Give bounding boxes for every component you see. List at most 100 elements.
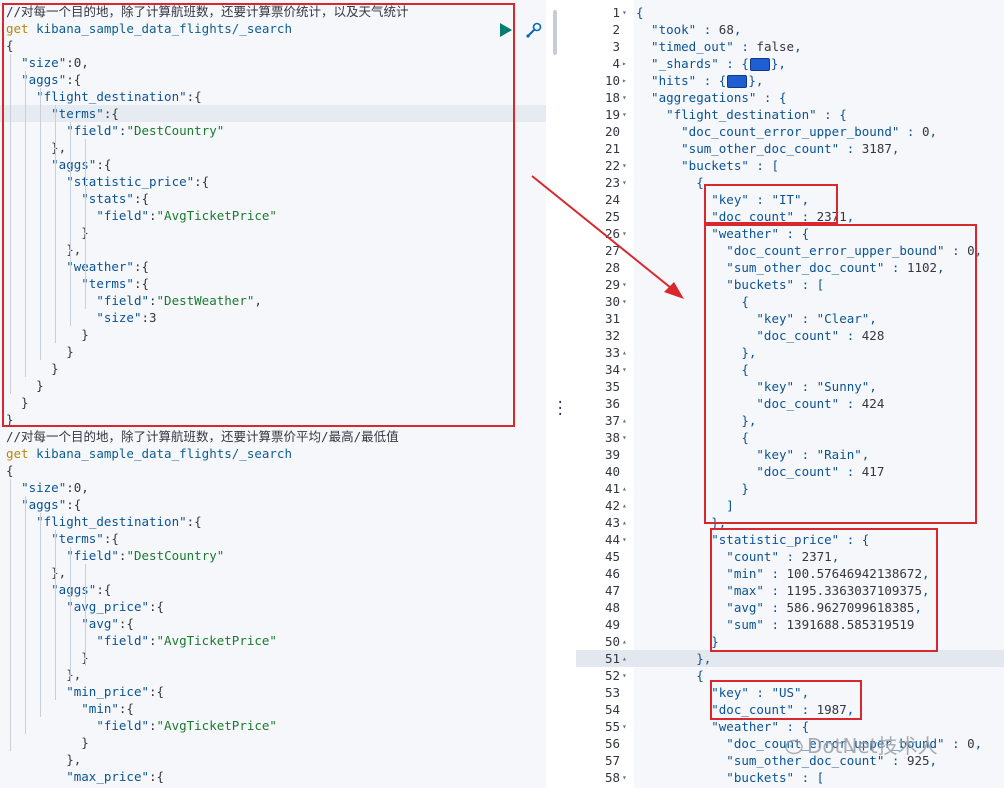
code-line[interactable]: "avg_price":{	[66, 599, 165, 614]
code-line[interactable]: "min_price":{	[66, 684, 165, 699]
code-line[interactable]: "field":"AvgTicketPrice"	[96, 718, 277, 733]
code-line[interactable]: "flight_destination":{	[36, 89, 202, 104]
request-line[interactable]: get kibana_sample_data_flights/_search	[6, 445, 292, 462]
fold-toggle-icon[interactable]: ▾	[622, 8, 627, 17]
fold-toggle-icon[interactable]: ▴	[622, 416, 627, 425]
code-line[interactable]: "field":"DestCountry"	[66, 548, 225, 563]
response-code: "sum" : 1391688.585319519	[636, 617, 915, 632]
fold-toggle-icon[interactable]: ▾	[622, 433, 627, 442]
resize-handle-icon[interactable]: ···	[556, 395, 565, 423]
code-line[interactable]: "max_price":{	[66, 769, 165, 784]
code-line[interactable]: "field":"DestWeather",	[96, 293, 262, 308]
response-code: "doc_count" : 417	[636, 464, 885, 479]
code-line[interactable]: }	[6, 650, 89, 665]
fold-toggle-icon[interactable]: ▸	[622, 59, 627, 68]
line-number: 48	[604, 600, 620, 615]
code-line[interactable]: "flight_destination":{	[36, 514, 202, 529]
code-line[interactable]: "field":"AvgTicketPrice"	[96, 208, 277, 223]
fold-toggle-icon[interactable]: ▾	[622, 229, 627, 238]
comment-line[interactable]: //对每一个目的地，除了计算航班数，还要计算票价统计，以及天气统计	[6, 4, 409, 19]
response-viewer[interactable]: 1▾{2 "took" : 68,3 "timed_out" : false,4…	[576, 0, 1004, 788]
collapsed-section-icon[interactable]	[749, 58, 770, 71]
fold-toggle-icon[interactable]: ▾	[622, 773, 627, 782]
request-line[interactable]: get kibana_sample_data_flights/_search	[6, 20, 292, 37]
fold-toggle-icon[interactable]: ▾	[622, 280, 627, 289]
fold-toggle-icon[interactable]: ▾	[622, 178, 627, 187]
fold-toggle-icon[interactable]: ▾	[622, 365, 627, 374]
line-number: 58	[604, 770, 620, 785]
response-code: "sum_other_doc_count" : 925,	[636, 753, 938, 768]
code-line[interactable]: }	[6, 327, 89, 342]
code-line[interactable]: }	[66, 344, 74, 359]
fold-toggle-icon[interactable]: ▾	[622, 161, 627, 170]
code-line[interactable]: "terms":{	[0, 105, 546, 122]
line-number: 39	[604, 447, 620, 462]
fold-toggle-icon[interactable]: ▴	[622, 348, 627, 357]
fold-toggle-icon[interactable]: ▾	[622, 110, 627, 119]
wrench-icon[interactable]	[524, 20, 542, 40]
statistic-price-box	[710, 528, 938, 652]
line-number: 25	[604, 209, 620, 224]
code-line[interactable]: }	[6, 412, 14, 427]
code-line[interactable]: "terms":{	[81, 276, 150, 291]
response-code: },	[636, 413, 757, 428]
code-line[interactable]: },	[6, 667, 82, 682]
code-line[interactable]: }	[6, 378, 44, 393]
response-line: 35 "key" : "Sunny",	[576, 378, 1004, 395]
response-line: 57 "sum_other_doc_count" : 925,	[576, 752, 1004, 769]
code-line[interactable]: "size":0,	[21, 55, 89, 70]
line-number: 56	[604, 736, 620, 751]
fold-toggle-icon[interactable]: ▸	[622, 76, 627, 85]
code-line[interactable]: "aggs":{	[21, 72, 82, 87]
pane-resizer[interactable]: ···	[546, 0, 576, 788]
response-line: 2 "took" : 68,	[576, 21, 1004, 38]
indent-guide	[55, 105, 56, 343]
code-line[interactable]: },	[6, 242, 82, 257]
code-line[interactable]: "field":"DestCountry"	[66, 123, 225, 138]
response-code: {	[636, 294, 749, 309]
play-icon[interactable]	[500, 23, 512, 37]
response-code: "flight_destination" : {	[636, 107, 847, 122]
code-line[interactable]: }	[6, 735, 89, 750]
code-line[interactable]: "stats":{	[81, 191, 150, 206]
fold-toggle-icon[interactable]: ▾	[622, 535, 627, 544]
fold-toggle-icon[interactable]: ▴	[622, 518, 627, 527]
fold-toggle-icon[interactable]: ▾	[622, 297, 627, 306]
indent-guide	[70, 122, 71, 326]
collapsed-section-icon[interactable]	[727, 75, 748, 88]
code-line[interactable]: }	[6, 361, 59, 376]
response-code: "statistic_price" : {	[636, 532, 870, 547]
fold-toggle-icon[interactable]: ▴	[622, 637, 627, 646]
line-number: 33	[604, 345, 620, 360]
line-number: 27	[604, 243, 620, 258]
code-line[interactable]: "statistic_price":{	[66, 174, 210, 189]
code-line[interactable]: "size":3	[96, 310, 157, 325]
code-line[interactable]: }	[6, 395, 29, 410]
comment-line[interactable]: //对每一个目的地，除了计算航班数，还要计算票价平均/最高/最低值	[6, 429, 399, 444]
fold-toggle-icon[interactable]: ▴	[622, 484, 627, 493]
code-line[interactable]: {	[6, 463, 14, 478]
response-line: 20 "doc_count_error_upper_bound" : 0,	[576, 123, 1004, 140]
code-line[interactable]: "terms":{	[51, 531, 119, 546]
code-line[interactable]: {	[6, 38, 14, 53]
fold-toggle-icon[interactable]: ▾	[622, 93, 627, 102]
response-code: "key" : "IT",	[636, 192, 810, 207]
code-line[interactable]: },	[6, 565, 67, 580]
fold-toggle-icon[interactable]: ▾	[622, 722, 627, 731]
code-line[interactable]: "weather":{	[66, 259, 150, 274]
response-code: {	[636, 175, 704, 190]
response-line: 39 "key" : "Rain",	[576, 446, 1004, 463]
code-line[interactable]: "min":{	[81, 701, 134, 716]
code-line[interactable]: },	[6, 752, 82, 767]
code-line[interactable]: "aggs":{	[51, 582, 112, 597]
fold-toggle-icon[interactable]: ▴	[622, 654, 627, 663]
code-line[interactable]: "field":"AvgTicketPrice"	[96, 633, 277, 648]
fold-toggle-icon[interactable]: ▾	[622, 671, 627, 680]
scrollbar-thumb[interactable]	[553, 10, 557, 55]
code-line[interactable]: },	[6, 140, 67, 155]
fold-toggle-icon[interactable]: ▴	[622, 501, 627, 510]
code-line[interactable]: "size":0,	[21, 480, 89, 495]
code-line[interactable]: "avg":{	[81, 616, 134, 631]
code-line[interactable]: "aggs":{	[21, 497, 82, 512]
